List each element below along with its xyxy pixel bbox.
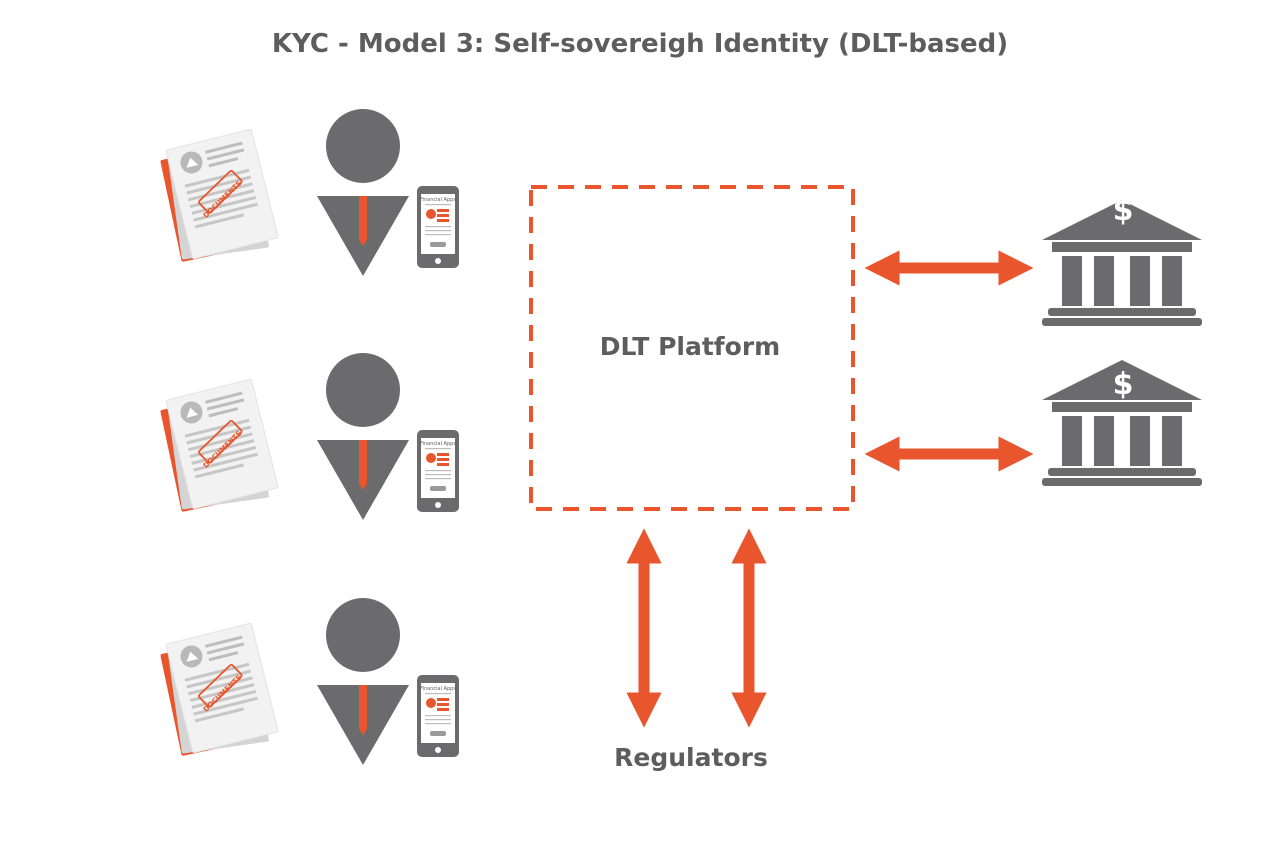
documents-icon: [159, 378, 280, 513]
person-icon: [317, 598, 409, 765]
documents-icon: [159, 622, 280, 757]
bank-1: $: [1042, 193, 1202, 326]
phone-header: Financial Apps: [420, 197, 456, 203]
dlt-platform-label: DLT Platform: [600, 332, 780, 361]
phone-header: Financial Apps: [420, 686, 456, 692]
dollar-symbol: $: [1113, 193, 1134, 228]
user-group-2: DOCUMENTS Financial Apps: [159, 353, 459, 520]
diagram-title: KYC - Model 3: Self-sovereigh Identity (…: [272, 29, 1008, 59]
documents-icon: [159, 128, 280, 263]
user-group-3: DOCUMENTS Financial Apps: [159, 598, 459, 765]
user-group-1: DOCUMENTS Financial Apps: [159, 109, 459, 276]
phone-header: Financial Apps: [420, 441, 456, 447]
person-icon: [317, 353, 409, 520]
dollar-symbol: $: [1113, 367, 1134, 402]
bank-2: $: [1042, 360, 1202, 486]
person-icon: [317, 109, 409, 276]
regulators-label: Regulators: [614, 743, 768, 772]
